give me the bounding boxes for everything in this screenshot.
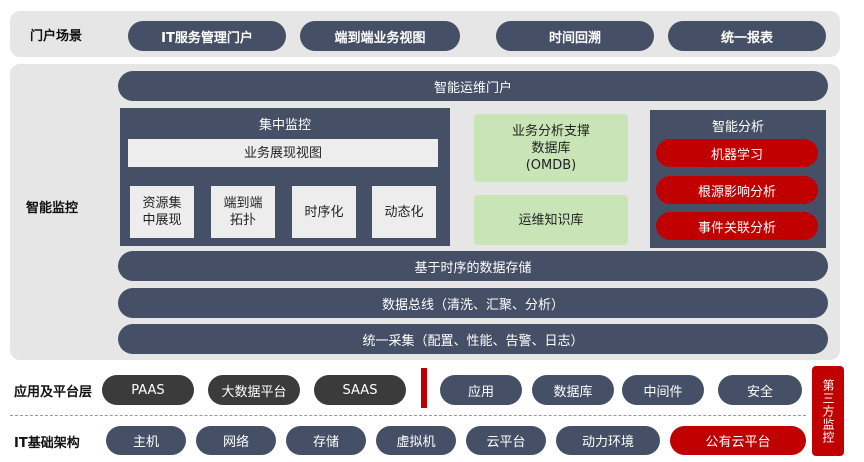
platform-saas[interactable]: SAAS (314, 375, 406, 405)
platform-divider (421, 368, 427, 408)
portal-item-it-service[interactable]: IT服务管理门户 (128, 21, 286, 51)
analysis-root-cause[interactable]: 根源影响分析 (656, 176, 818, 204)
platform-security[interactable]: 安全 (718, 375, 802, 405)
central-monitor-title: 集中监控 (258, 118, 311, 133)
tile-resource[interactable]: 资源集 中展现 (130, 186, 194, 238)
platform-label: 应用及平台层 (14, 384, 93, 400)
analysis-event-correlation[interactable]: 事件关联分析 (656, 212, 818, 240)
analysis-title: 智能分析 (711, 120, 764, 135)
data-bus-bar[interactable]: 数据总线（清洗、汇聚、分析） (118, 288, 828, 318)
portal-item-e2e-view[interactable]: 端到端业务视图 (300, 21, 460, 51)
monitor-label: 智能监控 (26, 200, 79, 216)
unified-collection-bar[interactable]: 统一采集（配置、性能、告警、日志） (118, 324, 828, 354)
third-party-monitor[interactable]: 第三方监控 (812, 366, 844, 456)
infra-label: IT基础架构 (14, 435, 80, 451)
infra-power-env[interactable]: 动力环境 (556, 426, 660, 455)
ops-portal-bar[interactable]: 智能运维门户 (118, 71, 828, 101)
platform-bigdata[interactable]: 大数据平台 (208, 375, 300, 405)
tile-dynamic[interactable]: 动态化 (372, 186, 436, 238)
portal-label: 门户场景 (30, 28, 83, 44)
omdb-box[interactable]: 业务分析支撑 数据库 (OMDB) (474, 114, 628, 182)
tile-timeseries[interactable]: 时序化 (292, 186, 356, 238)
portal-item-unified-report[interactable]: 统一报表 (668, 21, 826, 51)
infra-cloud[interactable]: 云平台 (466, 426, 546, 455)
portal-item-time-backtrack[interactable]: 时间回溯 (496, 21, 654, 51)
tile-topology[interactable]: 端到端 拓扑 (211, 186, 275, 238)
platform-database[interactable]: 数据库 (532, 375, 614, 405)
infra-storage[interactable]: 存储 (286, 426, 366, 455)
platform-app[interactable]: 应用 (440, 375, 522, 405)
infra-public-cloud[interactable]: 公有云平台 (670, 426, 806, 455)
knowledge-box[interactable]: 运维知识库 (474, 195, 628, 245)
third-party-label: 第三方监控 (821, 378, 835, 444)
business-view[interactable]: 业务展现视图 (128, 139, 438, 167)
infra-vm[interactable]: 虚拟机 (376, 426, 456, 455)
infra-network[interactable]: 网络 (196, 426, 276, 455)
layer-separator (10, 415, 806, 416)
timeseries-storage-bar[interactable]: 基于时序的数据存储 (118, 251, 828, 281)
platform-paas[interactable]: PAAS (102, 375, 194, 405)
infra-host[interactable]: 主机 (106, 426, 186, 455)
analysis-machine-learning[interactable]: 机器学习 (656, 139, 818, 167)
platform-middleware[interactable]: 中间件 (622, 375, 704, 405)
